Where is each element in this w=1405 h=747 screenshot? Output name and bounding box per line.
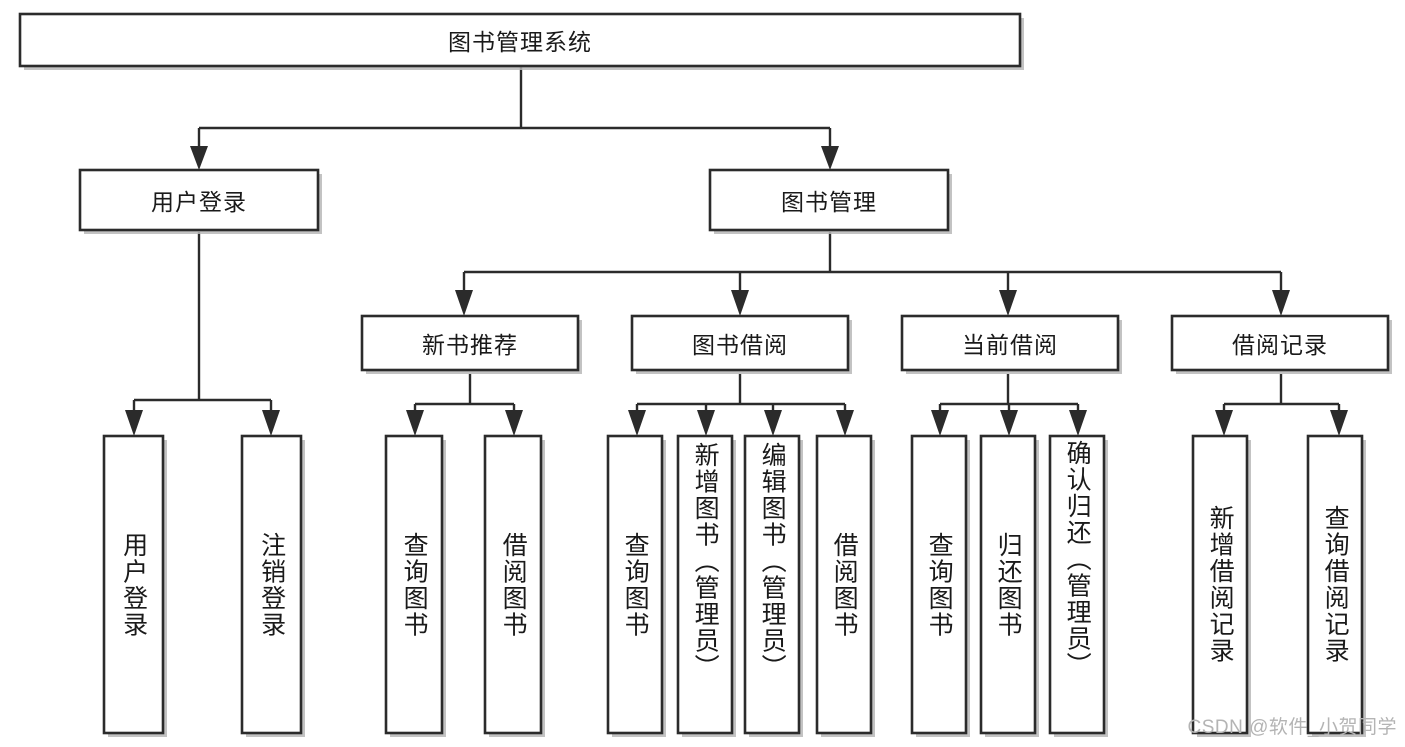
node-leaf-borrow-book-2-box[interactable]	[815, 434, 873, 735]
arrow-leaf-query-record	[1330, 410, 1348, 436]
arrow-leaf-edit-book	[764, 410, 782, 436]
arrow-leaf-query-book-2	[628, 410, 646, 436]
arrow-leaf-user-login	[125, 410, 143, 436]
node-leaf-add-record-box[interactable]	[1191, 434, 1249, 735]
node-book-manage-box[interactable]	[708, 168, 950, 232]
node-book-borrow-box[interactable]	[630, 314, 850, 372]
node-user-login-box[interactable]	[78, 168, 320, 232]
arrow-leaf-query-book-3	[931, 410, 949, 436]
arrow-leaf-add-record	[1215, 410, 1233, 436]
arrow-leaf-borrow-book-1	[505, 410, 523, 436]
node-current-borrow-box[interactable]	[900, 314, 1120, 372]
node-leaf-borrow-book-1-box[interactable]	[483, 434, 543, 735]
node-borrow-record-box[interactable]	[1170, 314, 1390, 372]
arrow-leaf-return-book	[1000, 410, 1018, 436]
node-leaf-add-book-box[interactable]	[676, 434, 734, 735]
arrow-to-current-borrow	[999, 290, 1017, 316]
node-leaf-user-logout-box[interactable]	[240, 434, 303, 735]
arrow-to-book-manage	[821, 146, 839, 170]
node-leaf-return-book-box[interactable]	[979, 434, 1037, 735]
node-leaf-user-login-box[interactable]	[102, 434, 165, 735]
node-root-box[interactable]	[18, 12, 1022, 68]
arrow-to-new-book-recommend	[455, 290, 473, 316]
node-shapes	[18, 12, 1392, 737]
node-leaf-query-record-box[interactable]	[1306, 434, 1364, 735]
node-new-book-recommend-box[interactable]	[360, 314, 580, 372]
connectors	[125, 67, 1348, 436]
csdn-watermark: CSDN @软件_小贺同学	[1187, 717, 1397, 738]
arrow-leaf-query-book-1	[406, 410, 424, 436]
node-leaf-query-book-3-box[interactable]	[910, 434, 968, 735]
node-leaf-query-book-2-box[interactable]	[606, 434, 664, 735]
arrow-to-book-borrow	[731, 290, 749, 316]
arrow-leaf-confirm-return	[1069, 410, 1087, 436]
arrow-to-user-login	[190, 146, 208, 170]
arrow-to-borrow-record	[1272, 290, 1290, 316]
arrow-leaf-add-book	[697, 410, 715, 436]
node-leaf-confirm-return-box[interactable]	[1048, 434, 1106, 735]
node-leaf-edit-book-box[interactable]	[743, 434, 801, 735]
arrow-leaf-borrow-book-2	[836, 410, 854, 436]
arrow-leaf-user-logout	[262, 410, 280, 436]
node-leaf-query-book-1-box[interactable]	[384, 434, 444, 735]
